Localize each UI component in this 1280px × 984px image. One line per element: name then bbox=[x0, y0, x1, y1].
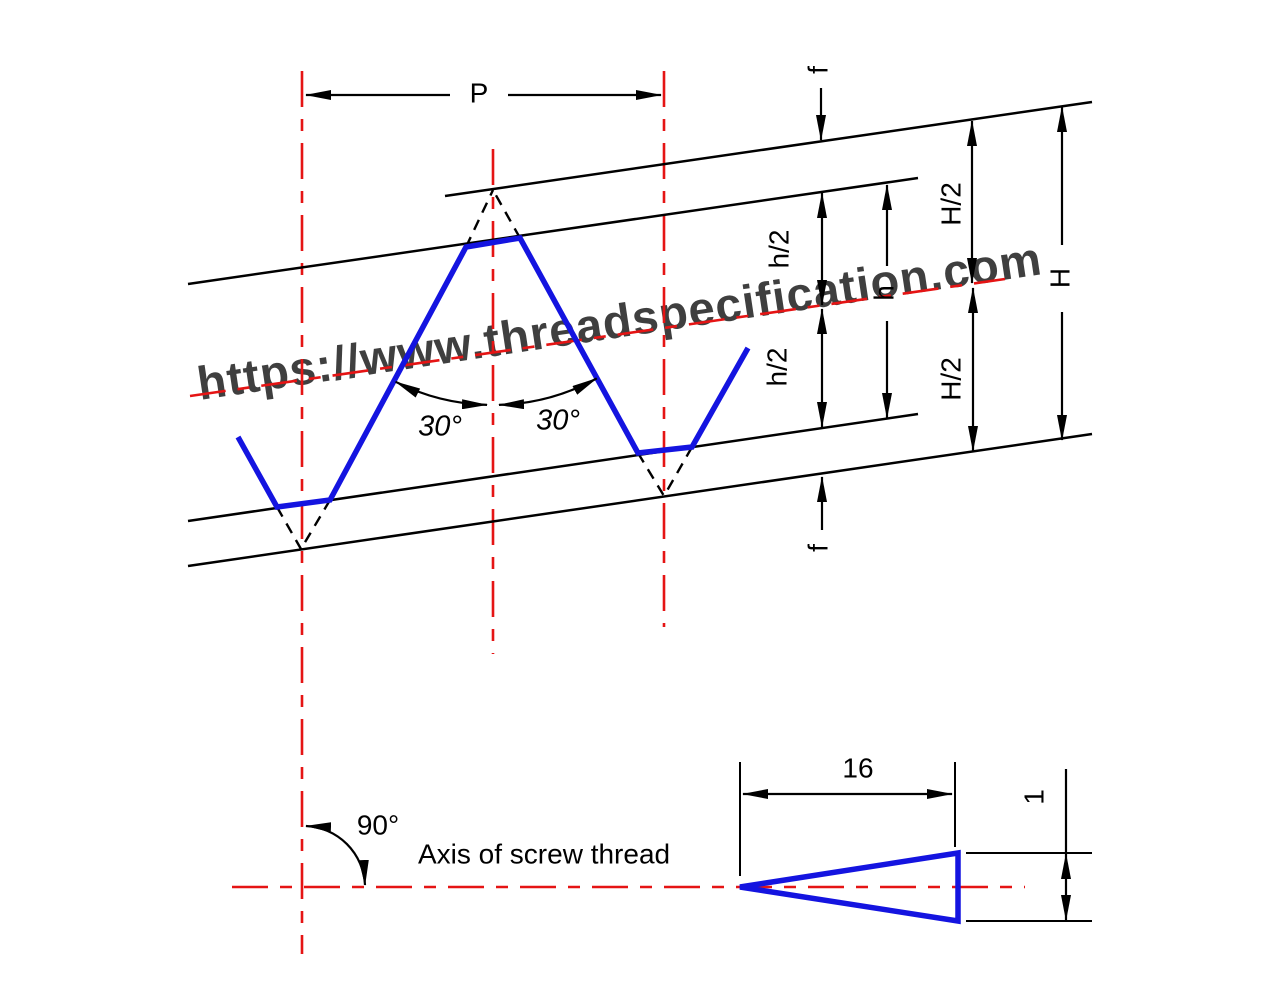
dim-h: h bbox=[868, 184, 899, 419]
flank-angle-right-label: 30° bbox=[536, 405, 580, 437]
f-top-label: f bbox=[802, 66, 833, 74]
H-half-upper-label: H/2 bbox=[935, 182, 966, 226]
taper-wedge bbox=[739, 849, 961, 925]
right-root-vee-left-dashed bbox=[636, 452, 666, 497]
pitch-label: P bbox=[470, 77, 489, 108]
h-half-lower-label: h/2 bbox=[761, 348, 792, 387]
dim-f-top: f bbox=[802, 66, 833, 141]
left-root-vee-left-dashed bbox=[275, 506, 303, 550]
centerlines-group bbox=[189, 71, 1025, 954]
dim-pitch: P bbox=[305, 77, 662, 108]
axis-angle-label: 90° bbox=[357, 809, 399, 840]
taper-height-label: 1 bbox=[1018, 789, 1049, 805]
crest-vee-right-dashed bbox=[491, 189, 522, 239]
dim-H-half-lower: H/2 bbox=[935, 287, 978, 452]
h-half-upper-label: h/2 bbox=[763, 230, 794, 269]
sharp-vee-extensions bbox=[275, 189, 694, 550]
left-root-vee-right-dashed bbox=[299, 499, 332, 550]
H-label: H bbox=[1044, 268, 1075, 288]
taper-length-label: 16 bbox=[842, 752, 873, 783]
flank-angle-left-arc bbox=[394, 380, 488, 410]
h-label: h bbox=[868, 285, 899, 301]
axis-angle-arc bbox=[305, 822, 369, 886]
flank-angle-left-label: 30° bbox=[418, 411, 462, 443]
profile-group bbox=[235, 234, 961, 925]
axis-angle: 90° bbox=[305, 809, 399, 886]
flank-angle-left: 30° bbox=[394, 380, 488, 443]
dim-h-half-lower: h/2 bbox=[761, 308, 827, 428]
sharp-crest-line bbox=[444, 100, 1093, 198]
dim-taper-height: 1 bbox=[966, 769, 1092, 922]
pitch-line bbox=[189, 277, 1006, 398]
dim-H-half-upper: H/2 bbox=[935, 120, 977, 284]
H-half-lower-label: H/2 bbox=[935, 357, 966, 401]
dim-H: H bbox=[1044, 106, 1075, 441]
thread-profile-outline bbox=[235, 234, 751, 510]
sharp-root-line bbox=[187, 432, 1093, 568]
watermark-text: https://www.threadspecification.com bbox=[194, 231, 1046, 410]
f-bottom-label: f bbox=[802, 544, 833, 552]
dim-taper-length: 16 bbox=[739, 752, 956, 876]
flank-angle-right-arc bbox=[498, 377, 598, 410]
axis-caption: Axis of screw thread bbox=[418, 838, 670, 869]
crest-truncation-line bbox=[187, 176, 919, 286]
crest-vee-left-dashed bbox=[464, 189, 495, 248]
right-root-vee-right-dashed bbox=[662, 446, 694, 497]
dim-f-bottom: f bbox=[802, 476, 833, 552]
dim-h-half-upper: h/2 bbox=[763, 192, 827, 306]
flank-angle-right: 30° bbox=[498, 377, 598, 437]
